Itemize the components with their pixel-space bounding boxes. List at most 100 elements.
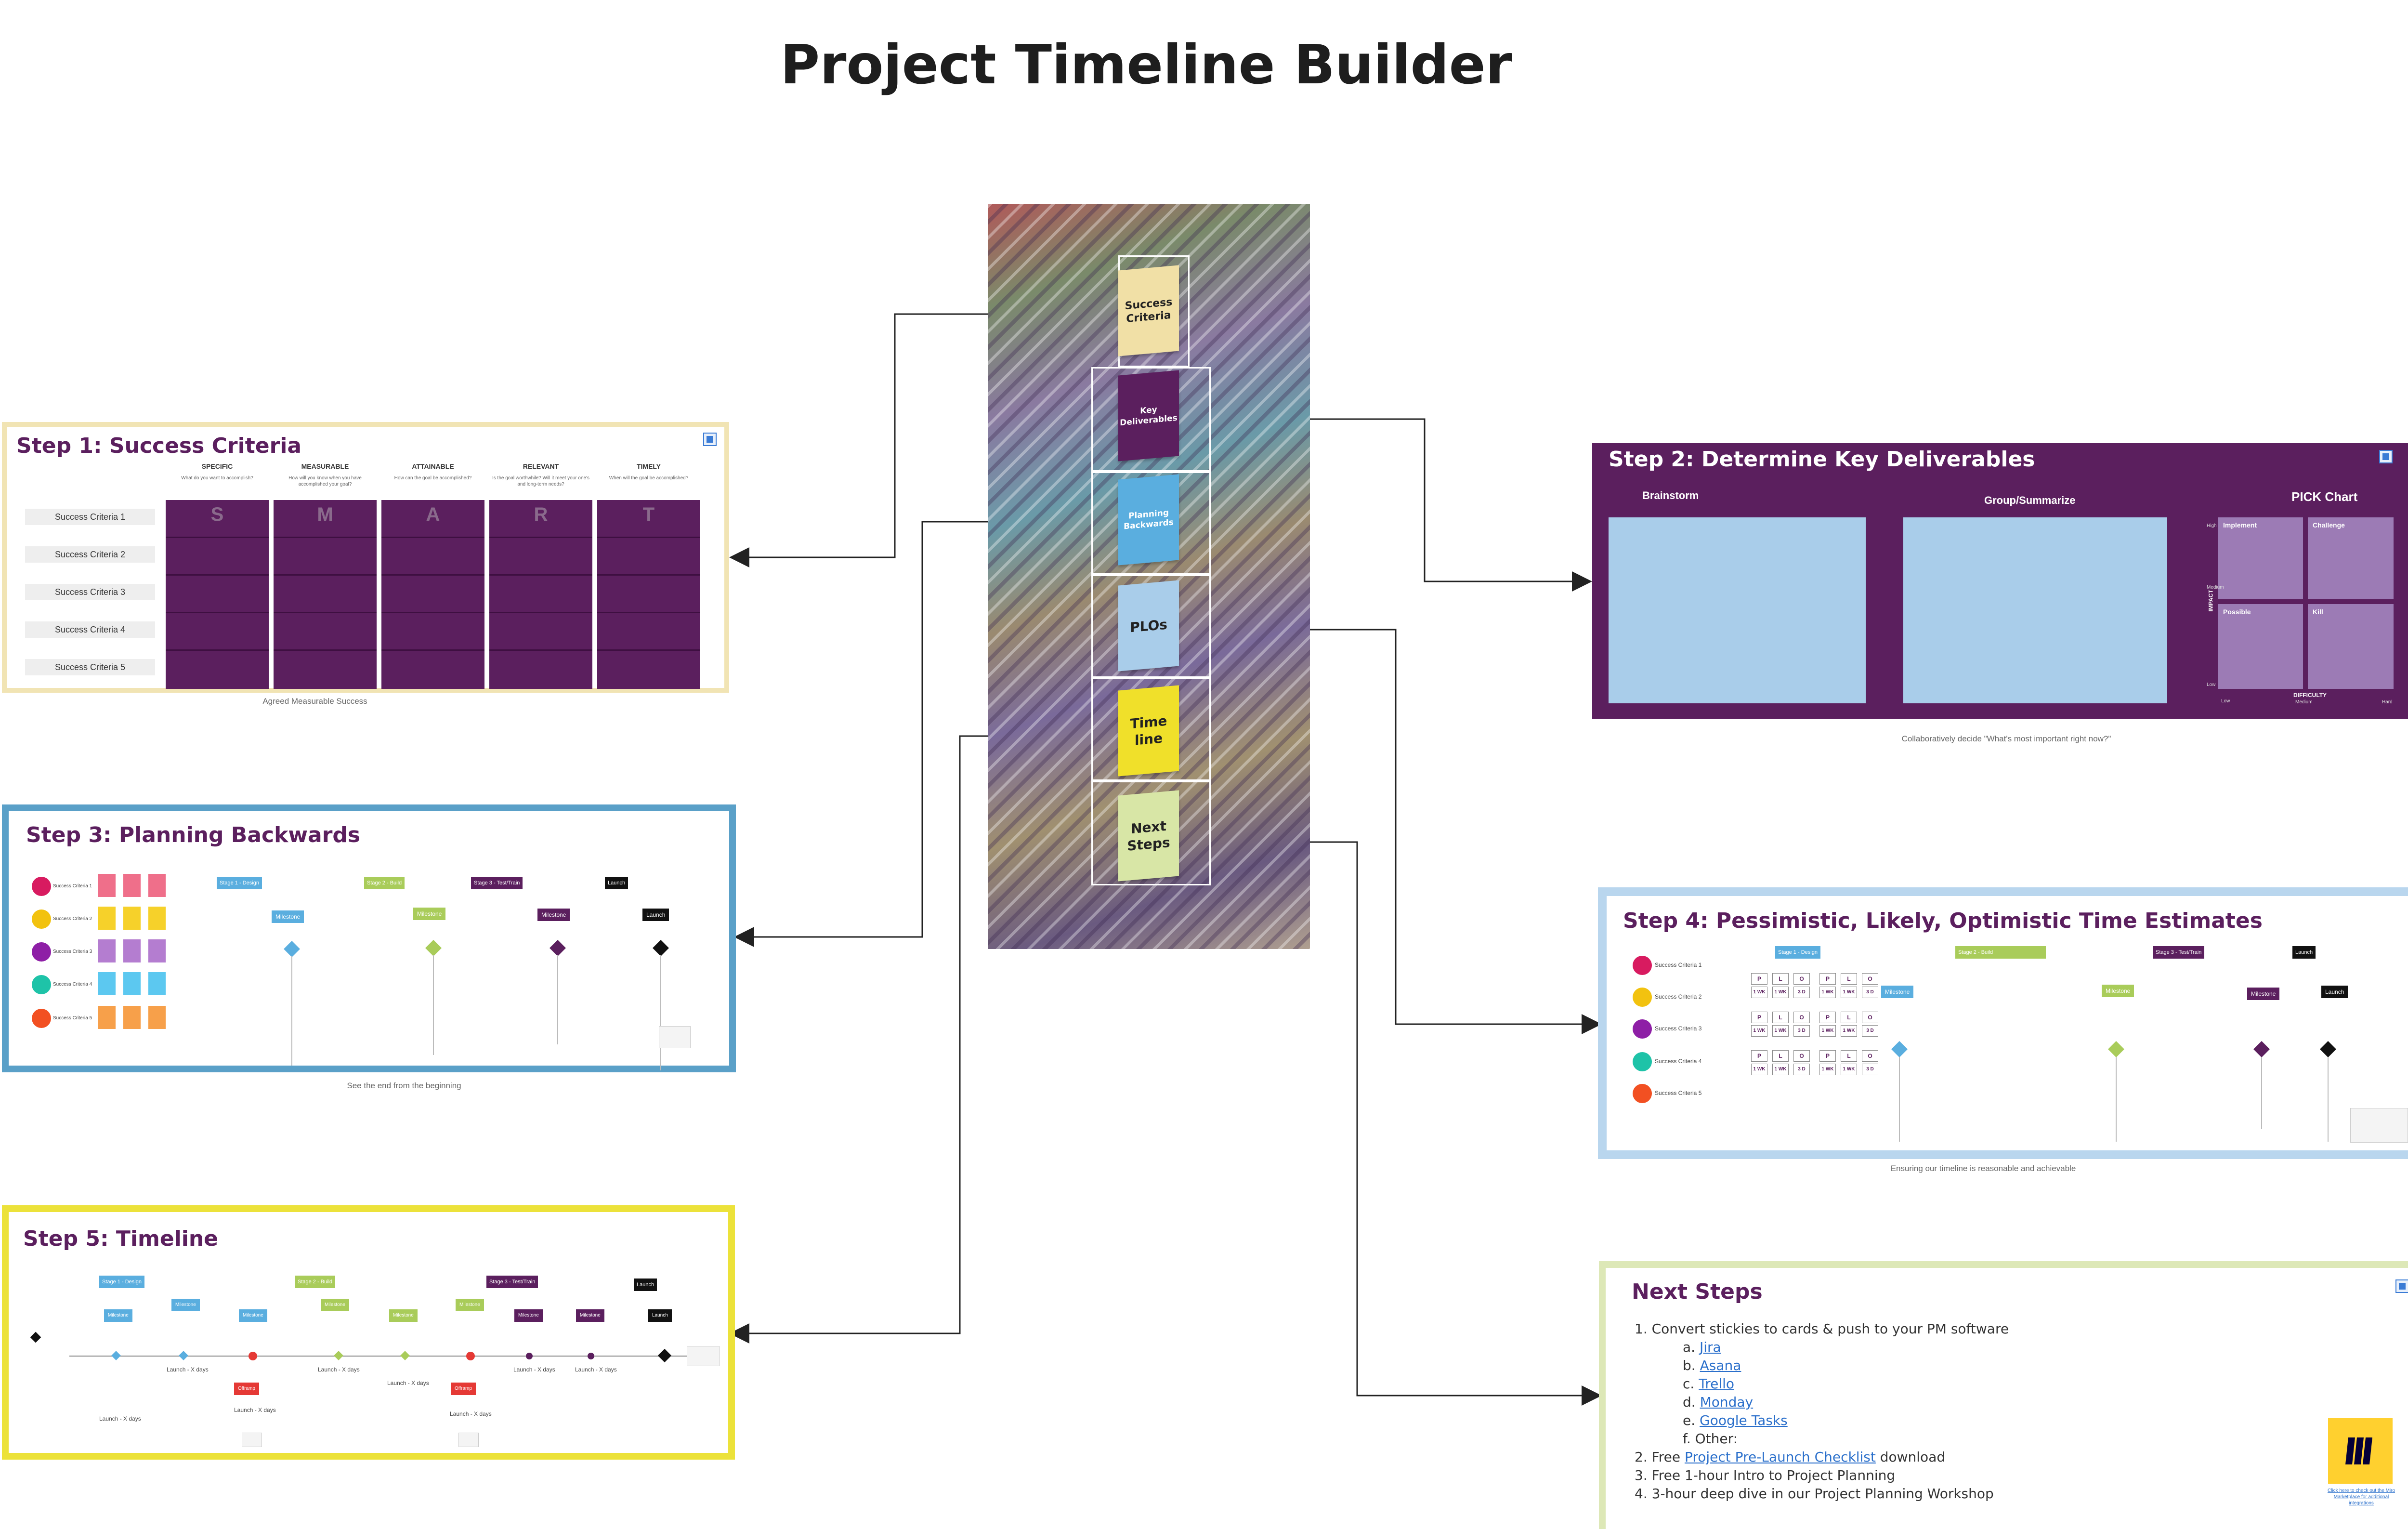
nav-card-label: Planning Backwards	[1124, 508, 1174, 532]
nav-card-success-criteria[interactable]: Success Criteria	[1118, 265, 1179, 356]
smart-column-t[interactable]: T	[597, 500, 700, 689]
milestone-tag: Launch	[2321, 986, 2348, 998]
smart-column-a[interactable]: A	[381, 500, 484, 689]
step4-panel[interactable]: Step 4: Pessimistic, Likely, Optimistic …	[1598, 887, 2408, 1159]
row-divider	[489, 574, 592, 576]
plo-value-cell[interactable]: 1 WK	[1772, 987, 1789, 998]
plo-value-cell[interactable]: 3 D	[1862, 1064, 1878, 1075]
plo-value-cell[interactable]: 1 WK	[1819, 987, 1836, 998]
criteria-label: Success Criteria 5	[1655, 1090, 1702, 1096]
next-steps-panel[interactable]: Next Steps 1. Convert stickies to cards …	[1599, 1261, 2408, 1529]
milestone-diamond[interactable]	[400, 1351, 410, 1360]
step1-panel[interactable]: Step 1: Success Criteria SPECIFIC MEASUR…	[2, 422, 729, 693]
sticky-note[interactable]	[123, 907, 141, 930]
launch-diamond[interactable]	[657, 1348, 672, 1363]
asana-link[interactable]: Asana	[1700, 1358, 1741, 1373]
sticky-note[interactable]	[123, 874, 141, 897]
plo-value-cell[interactable]: 1 WK	[1841, 987, 1857, 998]
milestone-diamond[interactable]	[334, 1351, 343, 1360]
timeline-line	[2116, 1057, 2117, 1142]
sticky-note[interactable]	[148, 874, 166, 897]
milestone-diamond[interactable]	[2320, 1041, 2336, 1057]
jira-link[interactable]: Jira	[1699, 1339, 1721, 1355]
offramp-dot[interactable]	[249, 1352, 257, 1360]
sticky-note[interactable]	[98, 939, 116, 962]
plo-value-cell[interactable]: 1 WK	[1819, 1025, 1836, 1037]
milestone-diamond[interactable]	[284, 941, 300, 957]
stage-tag: Stage 3 - Test/Train	[486, 1276, 538, 1288]
checklist-link[interactable]: Project Pre-Launch Checklist	[1684, 1449, 1876, 1465]
nav-card-key-deliverables[interactable]: Key Deliverables	[1118, 370, 1179, 461]
milestone-diamond[interactable]	[653, 940, 669, 956]
plo-value-cell[interactable]: 3 D	[1862, 987, 1878, 998]
zoom-icon[interactable]	[703, 433, 717, 446]
plo-header-cell: P	[1751, 973, 1767, 985]
milestone-diamond[interactable]	[179, 1351, 188, 1360]
brainstorm-area[interactable]	[1609, 517, 1866, 703]
nav-card-planning-backwards[interactable]: Planning Backwards	[1118, 474, 1179, 566]
milestone-diamond[interactable]	[2108, 1041, 2124, 1057]
smart-head: TIMELY	[636, 462, 661, 470]
milestone-diamond[interactable]	[425, 940, 442, 956]
pick-quadrant-implement[interactable]: Implement	[2218, 517, 2303, 599]
sticky-note[interactable]	[123, 1006, 141, 1029]
nav-frame	[1091, 676, 1211, 782]
sticky-note[interactable]	[148, 1006, 166, 1029]
milestone-dot[interactable]	[588, 1353, 594, 1359]
milestone-diamond[interactable]	[550, 940, 566, 956]
pick-quadrant-challenge[interactable]: Challenge	[2308, 517, 2394, 599]
sticky-note[interactable]	[98, 1006, 116, 1029]
smart-column-m[interactable]: M	[274, 500, 377, 689]
sticky-note[interactable]	[148, 939, 166, 962]
row-divider	[381, 574, 484, 576]
monday-link[interactable]: Monday	[1700, 1394, 1754, 1410]
nav-card-timeline[interactable]: Time line	[1118, 685, 1179, 777]
miro-logo-icon[interactable]	[2328, 1418, 2393, 1484]
group-summarize-area[interactable]	[1903, 517, 2167, 703]
miro-marketplace-link[interactable]: Click here to check out the Miro Marketp…	[2327, 1488, 2395, 1506]
step3-panel[interactable]: Step 3: Planning Backwards Success Crite…	[2, 804, 736, 1072]
milestone-diamond[interactable]	[111, 1351, 121, 1360]
list-marker: 2.	[1635, 1449, 1652, 1465]
trello-link[interactable]: Trello	[1699, 1376, 1735, 1392]
plo-value-cell[interactable]: 3 D	[1793, 1025, 1810, 1037]
plo-value-cell[interactable]: 1 WK	[1841, 1064, 1857, 1075]
milestone-diamond[interactable]	[1891, 1041, 1908, 1057]
zoom-icon[interactable]	[2379, 450, 2393, 463]
nav-card-plos[interactable]: PLOs	[1118, 580, 1179, 672]
smart-column-r[interactable]: R	[489, 500, 592, 689]
step5-panel[interactable]: Step 5: Timeline Stage 1 - Design Stage …	[2, 1205, 735, 1460]
plo-value-cell[interactable]: 3 D	[1793, 1064, 1810, 1075]
google-tasks-link[interactable]: Google Tasks	[1700, 1412, 1788, 1428]
offramp-dot[interactable]	[466, 1352, 475, 1360]
step2-panel[interactable]: Step 2: Determine Key Deliverables Brain…	[1592, 443, 2408, 719]
plo-value-cell[interactable]: 1 WK	[1751, 1025, 1767, 1037]
plo-value-cell[interactable]: 1 WK	[1772, 1025, 1789, 1037]
pick-quadrant-possible[interactable]: Possible	[2218, 604, 2303, 689]
list-marker: c.	[1683, 1376, 1695, 1392]
sticky-note[interactable]	[148, 907, 166, 930]
smart-sub: Is the goal worthwhile? Will it meet you…	[492, 475, 589, 487]
plo-value-cell[interactable]: 1 WK	[1819, 1064, 1836, 1075]
milestone-tag: Milestone	[514, 1309, 543, 1322]
plo-value-cell[interactable]: 3 D	[1793, 987, 1810, 998]
nav-card-next-steps[interactable]: Next Steps	[1118, 790, 1179, 882]
sticky-note[interactable]	[98, 907, 116, 930]
milestone-diamond[interactable]	[2253, 1041, 2270, 1057]
pick-quadrant-kill[interactable]: Kill	[2308, 604, 2394, 689]
plo-value-cell[interactable]: 3 D	[1862, 1025, 1878, 1037]
sticky-note[interactable]	[123, 939, 141, 962]
milestone-dot[interactable]	[526, 1353, 533, 1359]
plo-value-cell[interactable]: 1 WK	[1751, 987, 1767, 998]
smart-column-s[interactable]: S	[166, 500, 269, 689]
sticky-note[interactable]	[148, 972, 166, 995]
sticky-note[interactable]	[98, 874, 116, 897]
plo-value-cell[interactable]: 1 WK	[1772, 1064, 1789, 1075]
plo-value-cell[interactable]: 1 WK	[1751, 1064, 1767, 1075]
sticky-note[interactable]	[123, 972, 141, 995]
sticky-note[interactable]	[98, 972, 116, 995]
row-divider	[274, 537, 377, 538]
zoom-icon[interactable]	[2395, 1279, 2408, 1293]
plo-value-cell[interactable]: 1 WK	[1841, 1025, 1857, 1037]
